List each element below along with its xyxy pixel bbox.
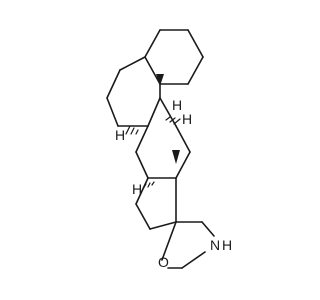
bond bbox=[106, 69, 121, 99]
oxygen-atom-label: O bbox=[158, 254, 169, 270]
ring-a bbox=[144, 29, 204, 85]
h-label-c9: H bbox=[182, 111, 192, 127]
wedge-bond-methyl-c13 bbox=[172, 150, 180, 164]
ring-b bbox=[106, 56, 161, 127]
bond bbox=[201, 221, 215, 237]
bond bbox=[181, 251, 206, 269]
bond bbox=[187, 29, 204, 58]
bond bbox=[187, 56, 204, 85]
h-label-c10: H bbox=[172, 97, 182, 113]
nitrogen-atom-label: N bbox=[210, 237, 220, 253]
h-label-c14: H bbox=[132, 181, 142, 197]
wedge-bond-methyl-c10 bbox=[156, 74, 164, 86]
structure-svg: O N H H H H H bbox=[106, 29, 232, 270]
hashed-bond-h-c14 bbox=[142, 181, 155, 190]
hashed-bond-h-c8 bbox=[125, 125, 139, 135]
bond bbox=[135, 203, 151, 230]
molecule-diagram: O N H H H H H bbox=[106, 29, 232, 270]
bond bbox=[135, 125, 149, 153]
bond bbox=[144, 56, 161, 85]
bond bbox=[175, 125, 191, 153]
hashed-bond-h-c9 bbox=[165, 116, 181, 125]
bond bbox=[175, 151, 191, 179]
bond bbox=[119, 56, 146, 71]
bond bbox=[149, 221, 177, 230]
oxazolidine-ring bbox=[161, 221, 215, 269]
h-label-c8: H bbox=[115, 127, 125, 143]
bond bbox=[147, 97, 161, 127]
bond bbox=[159, 97, 177, 127]
bond bbox=[135, 151, 149, 179]
ring-d bbox=[135, 177, 177, 230]
bond bbox=[135, 177, 149, 205]
bond bbox=[161, 221, 177, 261]
bond bbox=[106, 97, 119, 127]
bond bbox=[144, 29, 161, 58]
nitrogen-hydrogen-label: H bbox=[222, 237, 232, 253]
ring-c bbox=[135, 97, 191, 179]
